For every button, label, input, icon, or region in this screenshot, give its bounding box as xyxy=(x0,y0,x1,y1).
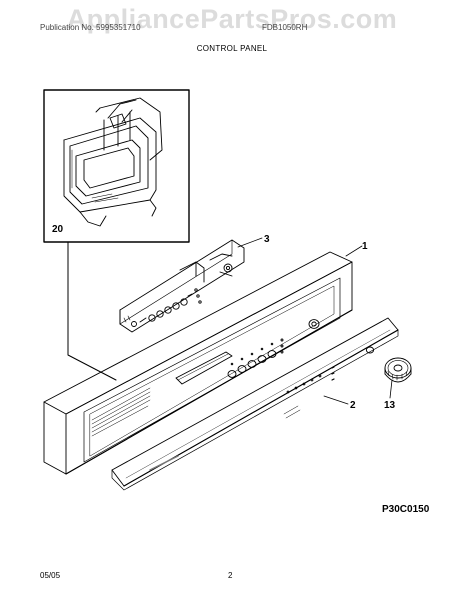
model-number: FDB1050RH xyxy=(262,23,308,32)
callout-3: 3 xyxy=(264,234,270,245)
callout-13: 13 xyxy=(384,400,396,411)
publication-number: Publication No. 5995351710 xyxy=(40,23,141,32)
callout-20: 20 xyxy=(52,224,64,235)
footer-date: 05/05 xyxy=(40,571,61,580)
detail-inset-20 xyxy=(43,89,190,243)
diagram-code: P30C0150 xyxy=(382,504,430,515)
footer-page-number: 2 xyxy=(228,571,233,580)
control-panel-frame-1 xyxy=(43,251,353,475)
control-panel-overlay-2 xyxy=(111,317,399,491)
control-board-3 xyxy=(119,239,245,333)
callout-2: 2 xyxy=(350,400,356,411)
watermark: AppliancePartsPros.com xyxy=(66,4,398,34)
callout-1: 1 xyxy=(362,241,368,252)
section-title: CONTROL PANEL xyxy=(196,44,268,53)
selector-knob-13 xyxy=(384,357,412,383)
inset-leader-line xyxy=(67,241,117,381)
